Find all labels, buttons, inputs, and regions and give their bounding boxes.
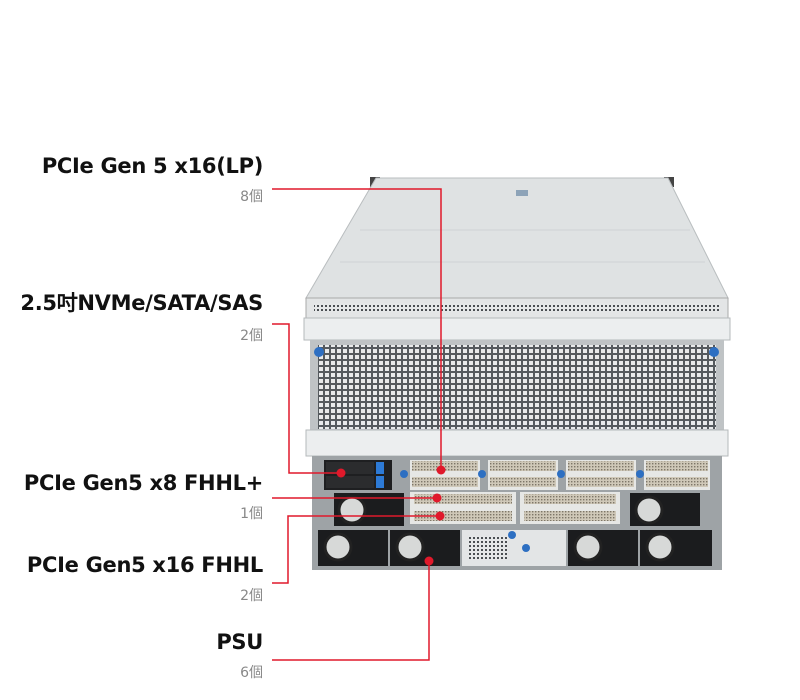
chassis-lid — [305, 177, 729, 299]
callout-count: 2個 — [240, 588, 263, 604]
callout-count: 8個 — [240, 189, 263, 205]
callout-title: PCIe Gen5 x16 FHHL — [26, 553, 263, 577]
pcie-lp-slots — [400, 460, 710, 490]
callout-title: 2.5吋NVMe/SATA/SAS — [20, 291, 263, 315]
callout-title: PCIe Gen 5 x16(LP) — [41, 154, 263, 178]
callout-count: 1個 — [240, 506, 263, 522]
callout-title: PCIe Gen5 x8 FHHL+ — [23, 471, 263, 495]
leader-lines — [272, 188, 442, 661]
callout-psu: PSU 6個 — [216, 630, 263, 682]
callout-fhhl-x16: PCIe Gen5 x16 FHHL 2個 — [27, 553, 263, 605]
callout-count: 6個 — [240, 665, 263, 681]
leader-line-fhhl-x16 — [272, 515, 440, 584]
leader-line-pcie-lp — [272, 188, 442, 470]
leader-line-drives — [272, 323, 341, 474]
drive-bays — [324, 460, 392, 490]
callout-title: PSU — [216, 630, 263, 654]
callout-count: 2個 — [240, 328, 263, 344]
fan-grill — [318, 345, 716, 429]
callout-dots — [336, 465, 446, 566]
callout-fhhl-x8: PCIe Gen5 x8 FHHL+ 1個 — [24, 471, 263, 523]
callout-pcie-lp: PCIe Gen 5 x16(LP) 8個 — [42, 154, 263, 206]
pcie-fhhl-slots — [410, 492, 620, 524]
leader-line-psu — [272, 561, 430, 661]
callout-drives: 2.5吋NVMe/SATA/SAS 2個 — [20, 287, 263, 345]
